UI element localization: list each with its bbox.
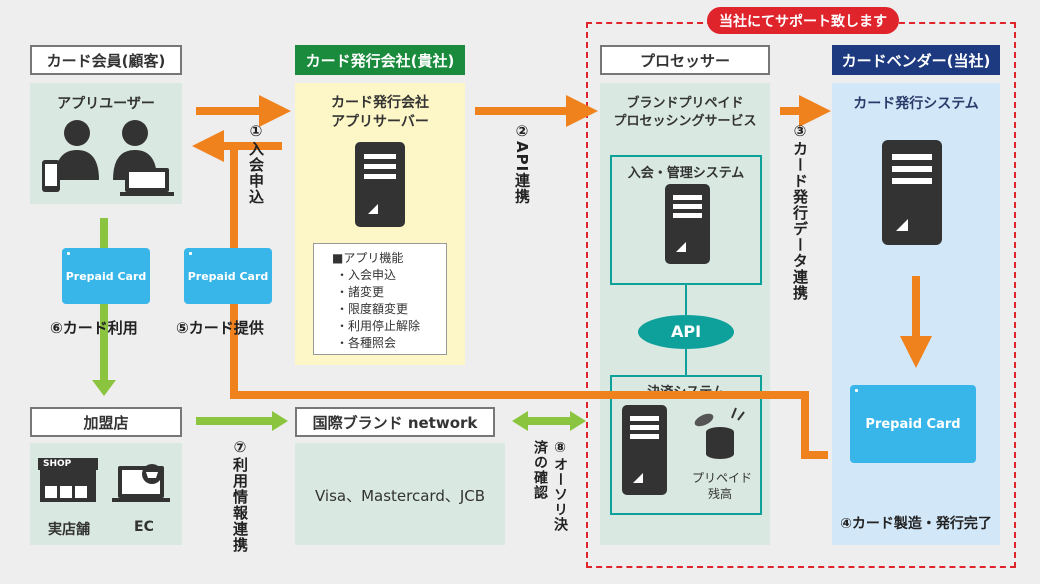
prepaid-card-issued: Prepaid Card xyxy=(850,385,976,463)
processor-title-2: プロセッシングサービス xyxy=(613,114,757,129)
network-panel: Visa、Mastercard、JCB xyxy=(295,443,505,545)
feature-item: ・入会申込 xyxy=(336,268,397,282)
step-7-label: ⑦利用情報連携 xyxy=(231,438,249,553)
step-8-label: ⑧オーソリ決済の確認 xyxy=(532,440,568,532)
coins-icon xyxy=(694,407,745,459)
server-icon-issuer xyxy=(355,142,405,227)
member-title: アプリユーザー xyxy=(57,96,155,112)
server-icon-mgmt xyxy=(665,184,710,264)
step-6-label: ⑥カード利用 xyxy=(50,319,138,337)
mgmt-system-title: 入会・管理システム xyxy=(627,166,745,181)
feature-item: ・利用停止解除 xyxy=(336,319,421,333)
features-box: ■アプリ機能 ・入会申込 ・諸変更 ・限度額変更 ・利用停止解除 ・各種照会 xyxy=(313,243,447,355)
step-2-label: ②API連携 xyxy=(513,122,531,205)
store-label: 実店舗 xyxy=(48,522,90,538)
step-3-label: ③カード発行データ連携 xyxy=(791,122,809,301)
issuer-title-1: カード発行会社 xyxy=(331,95,429,111)
server-icon-vendor xyxy=(882,140,942,245)
ec-cart-icon xyxy=(112,464,170,502)
balance-label-2: 残高 xyxy=(708,487,733,501)
feature-item: ・各種照会 xyxy=(336,336,397,350)
step-5-label: ⑤カード提供 xyxy=(176,319,264,337)
prepaid-card-use: Prepaid Card xyxy=(62,248,150,304)
server-icon-settlement xyxy=(622,405,667,495)
feature-item: ・諸変更 xyxy=(336,285,385,299)
support-banner: 当社にてサポート致します xyxy=(707,7,899,34)
shop-sign: SHOP xyxy=(43,459,72,469)
header-processor: プロセッサー xyxy=(600,45,770,75)
header-issuer: カード発行会社(貴社) xyxy=(295,45,465,75)
header-network: 国際ブランド network xyxy=(295,407,495,437)
header-merchant: 加盟店 xyxy=(30,407,182,437)
network-brands: Visa、Mastercard、JCB xyxy=(314,487,486,505)
feature-item: ・限度額変更 xyxy=(336,302,409,316)
balance-label-1: プリペイド xyxy=(692,471,753,485)
vendor-title: カード発行システム xyxy=(853,96,979,112)
header-vendor: カードベンダー(当社) xyxy=(832,45,1000,75)
header-member: カード会員(顧客) xyxy=(30,45,182,75)
ec-label: EC xyxy=(134,519,154,535)
arrow-5-card-path xyxy=(230,146,828,459)
mgmt-system-box: 入会・管理システム xyxy=(610,155,762,285)
prepaid-card-provide: Prepaid Card xyxy=(184,248,272,304)
features-title: ■アプリ機能 xyxy=(332,251,404,265)
issuer-title-2: アプリサーバー xyxy=(331,114,429,130)
processor-title-1: ブランドプリペイド xyxy=(626,96,744,111)
vendor-step4: ④カード製造・発行完了 xyxy=(840,516,992,532)
step-1-label: ①入会申込 xyxy=(247,122,265,205)
api-badge xyxy=(638,315,734,349)
shop-icon xyxy=(38,458,98,502)
users-icon xyxy=(42,120,174,196)
api-label: API xyxy=(670,322,702,341)
